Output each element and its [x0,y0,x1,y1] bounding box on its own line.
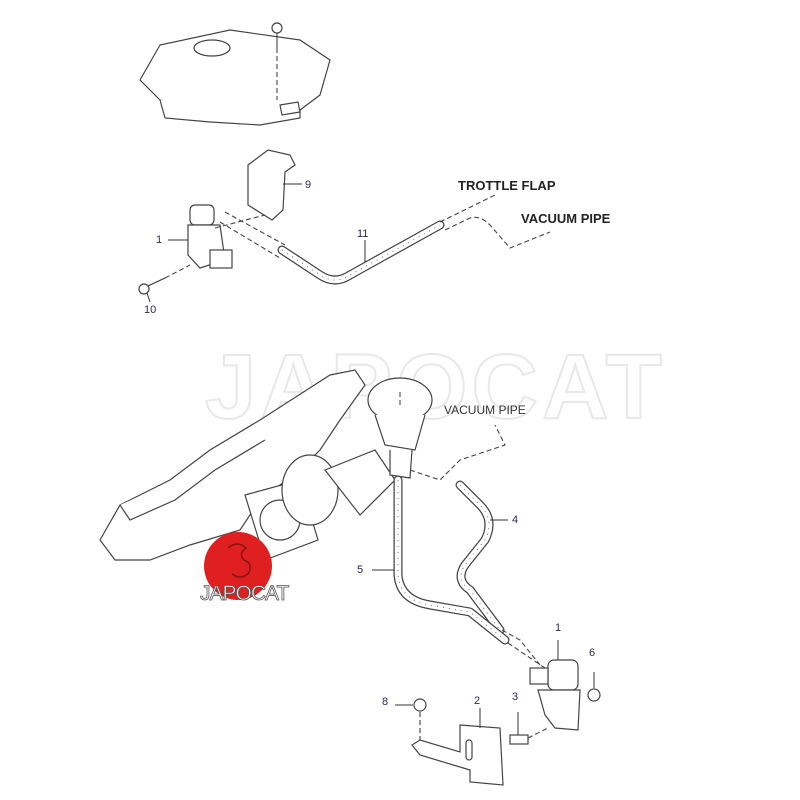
solenoid-valve-1-top: 1 [156,204,233,269]
callout-trottle-flap: TROTTLE FLAP [458,178,556,193]
egr-valve [367,377,433,479]
bracket-dash-line [214,214,266,229]
nut-6: 6 [587,647,601,702]
logo-red-circle [204,532,272,600]
callout-vacuum-pipe-bottom: VACUUM PIPE [444,403,526,417]
part-number-4: 4 [512,514,518,526]
nut-8: 8 [382,696,427,745]
hose-11: 11 [219,194,551,285]
part-number-1-top: 1 [156,234,162,246]
hose-4: 4 [455,480,518,635]
bracket-9: 9 [247,149,311,221]
hose-dash-1 [501,629,541,666]
bracket-2: 2 [411,695,504,786]
vacuum-dash-line [409,424,506,481]
part-number-5: 5 [357,564,363,576]
part-number-3: 3 [512,691,518,703]
part-number-1-bottom: 1 [555,622,561,634]
part-number-2: 2 [474,695,480,707]
bolt-10: 10 [138,264,191,316]
part-number-8: 8 [382,696,388,708]
solenoid-valve-1-bottom: 1 [529,622,581,731]
coolant-reservoir [139,29,331,126]
part-number-9: 9 [305,179,311,191]
part-number-10: 10 [144,304,156,316]
callout-vacuum-pipe-top: VACUUM PIPE [521,211,611,226]
japocat-logo: JAPOCAT [200,532,291,605]
intake-manifold [99,369,366,561]
turbo-housing [281,449,396,526]
logo-text: JAPOCAT [200,582,289,605]
stud-3: 3 [509,691,549,745]
part-number-6: 6 [589,647,595,659]
reservoir-bolt [271,22,283,100]
part-number-11: 11 [357,228,368,240]
hose-5: 5 [357,475,510,645]
